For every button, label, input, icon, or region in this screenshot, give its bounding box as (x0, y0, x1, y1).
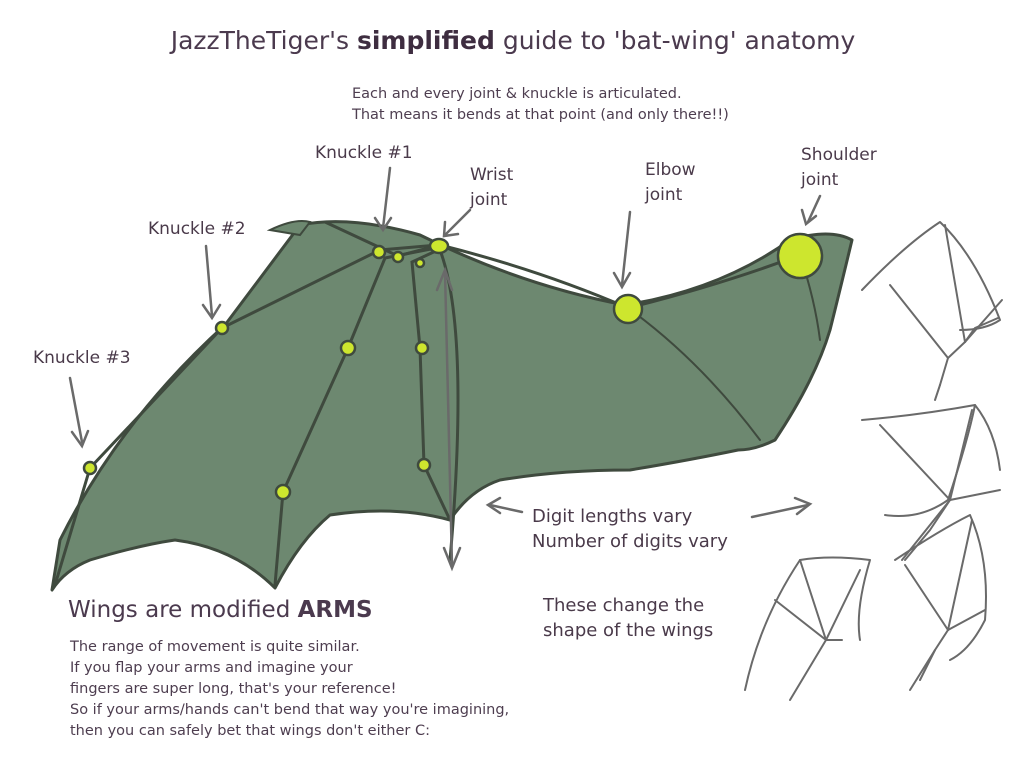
label-wrist-line1: Wrist (470, 165, 514, 185)
arrow-knuckle1 (381, 166, 392, 230)
knuckle-1 (371, 244, 387, 260)
arrow-knuckle2 (204, 244, 214, 318)
arms-heading: Wings are modified ARMS (68, 597, 373, 623)
arms-paragraph-line: The range of movement is quite similar. (70, 639, 360, 655)
label-wrist-joint: Wrist joint (470, 163, 513, 213)
label-shoulder-joint: Shoulder joint (801, 143, 877, 193)
page-title: JazzTheTiger's simplified guide to 'bat-… (170, 26, 856, 55)
shoulder-joint (776, 232, 824, 280)
label-shoulder-line1: Shoulder (801, 145, 877, 165)
knuckle-2 (214, 320, 230, 336)
label-shoulder-line2: joint (801, 170, 839, 190)
arrow-wrist (444, 208, 472, 236)
arrow-elbow (620, 210, 632, 287)
arrow-digits-left (488, 503, 524, 514)
arrow-length-vertical (443, 270, 454, 567)
joints (82, 232, 824, 501)
arrow-shoulder (806, 194, 822, 224)
label-elbow-joint: Elbow joint (645, 158, 696, 208)
lower-joint-a (274, 483, 292, 501)
digits-note: Digit lengths vary Number of digits vary (532, 504, 728, 554)
shape-note: These change the shape of the wings (543, 593, 713, 643)
small-joint (414, 257, 426, 269)
lower-joint-b (416, 457, 432, 473)
knuckle-3 (82, 460, 98, 476)
arrow-digits-right (750, 503, 810, 519)
arms-paragraph-line: fingers are super long, that's your refe… (70, 681, 397, 697)
arms-heading-emphasis: ARMS (297, 597, 373, 623)
label-knuckle-1: Knuckle #1 (315, 143, 413, 163)
mid-joint-a (339, 339, 357, 357)
elbow-joint (612, 293, 644, 325)
pointer-arrows (68, 166, 822, 572)
digits-note-line1: Digit lengths vary (532, 506, 693, 527)
wing-tip (266, 220, 312, 237)
wrist-joint (428, 237, 450, 255)
label-knuckle-2: Knuckle #2 (148, 219, 246, 239)
label-wrist-line2: joint (470, 190, 508, 210)
shape-note-line1: These change the (543, 595, 705, 616)
digits-note-line2: Number of digits vary (532, 531, 728, 552)
label-elbow-line1: Elbow (645, 160, 696, 180)
wing-sketches (744, 221, 1003, 701)
arms-paragraph: The range of movement is quite similar. … (70, 637, 509, 742)
articulation-note-line2: That means it bends at that point (and o… (352, 107, 729, 123)
mid-joint-b (414, 340, 430, 356)
title-emphasis: simplified (356, 26, 495, 55)
arms-paragraph-line: If you flap your arms and imagine your (70, 660, 353, 676)
arms-paragraph-line: So if your arms/hands can't bend that wa… (70, 702, 510, 718)
articulation-note-line1: Each and every joint & knuckle is articu… (352, 86, 682, 102)
articulation-note: Each and every joint & knuckle is articu… (352, 84, 729, 126)
shape-note-line2: shape of the wings (543, 620, 714, 641)
knuckle-1b (391, 250, 405, 264)
label-knuckle-3: Knuckle #3 (33, 348, 131, 368)
arrow-knuckle3 (68, 376, 84, 444)
arms-paragraph-line: then you can safely bet that wings don't… (70, 723, 430, 739)
label-elbow-line2: joint (645, 185, 683, 205)
